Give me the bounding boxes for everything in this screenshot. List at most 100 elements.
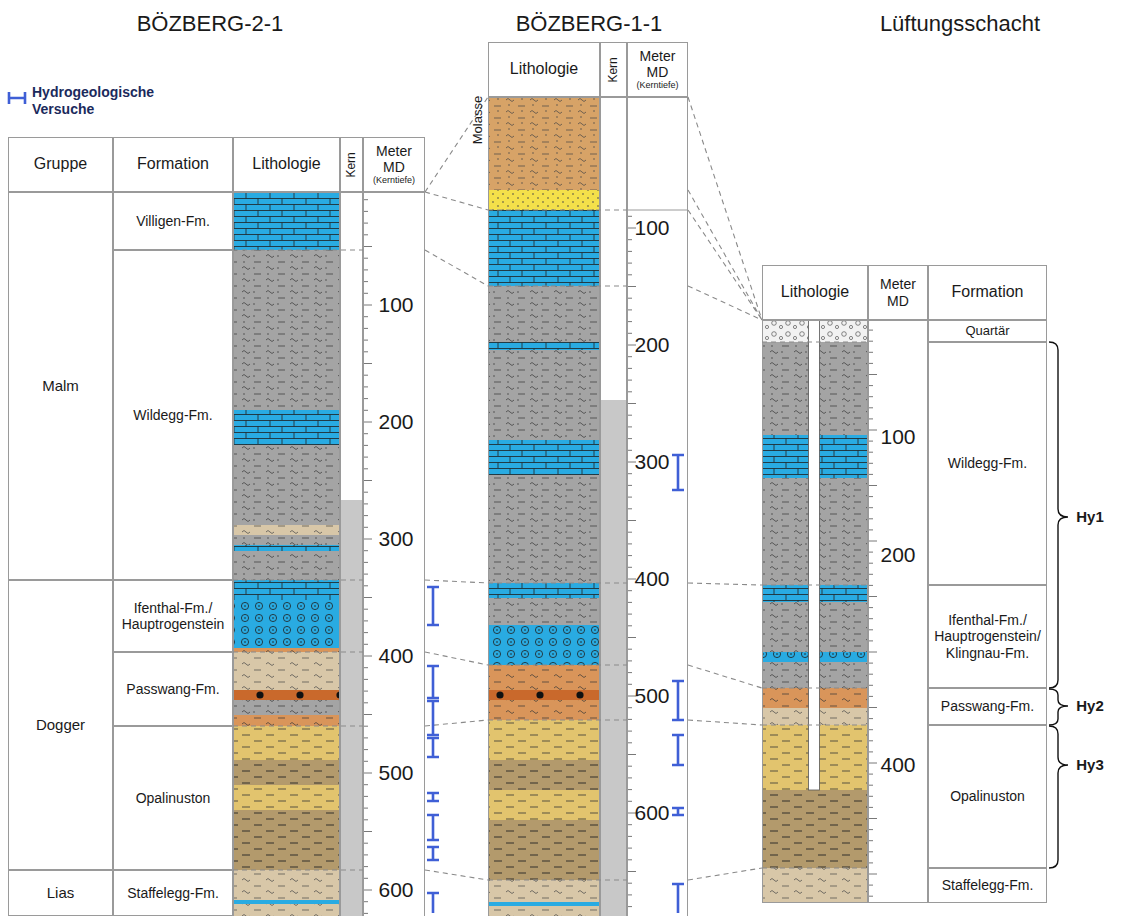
column-title: BÖZBERG-1-1 (516, 12, 663, 36)
depth-tick (869, 629, 873, 630)
depth-tick (628, 859, 632, 860)
cell-text: Wildegg-Fm. (948, 455, 1027, 471)
depth-tick (869, 529, 873, 530)
depth-tick (869, 885, 873, 886)
depth-tick (869, 574, 873, 575)
depth-tick (364, 398, 368, 399)
depth-tick (869, 363, 873, 364)
depth-tick (364, 702, 368, 703)
depth-tick (869, 418, 873, 419)
depth-tick (364, 901, 368, 902)
depth-tick (364, 293, 368, 294)
depth-tick (628, 543, 632, 544)
depth-tick (364, 761, 368, 762)
depth-tick (364, 843, 368, 844)
depth-tick (869, 374, 877, 375)
depth-tick (364, 819, 368, 820)
depth-tick (628, 274, 632, 275)
formation-cell: Dogger (8, 580, 113, 870)
depth-tick (628, 216, 632, 217)
depth-tick (628, 403, 636, 404)
depth-tick (628, 438, 632, 439)
depth-tick (628, 473, 632, 474)
depth-number: 600 (378, 878, 413, 901)
depth-tick (364, 457, 368, 458)
depth-tick (364, 503, 368, 504)
cell-text: Villigen-Fm. (136, 213, 210, 229)
depth-tick (628, 836, 632, 837)
depth-tick (628, 497, 632, 498)
header-cell: Kern (600, 42, 627, 97)
cell-text: Meter MD (371, 143, 417, 175)
depth-tick (869, 496, 873, 497)
depth-tick (628, 614, 632, 615)
depth-tick (869, 330, 873, 331)
formation-cell: Villigen-Fm. (113, 192, 233, 250)
correlation-lines (233, 97, 868, 880)
cell-text: Meter MD (635, 48, 681, 80)
cell-text: Kern (345, 152, 359, 177)
depth-tick (628, 906, 632, 907)
depth-tick (628, 485, 632, 486)
depth-tick (628, 555, 632, 556)
depth-tick (628, 415, 632, 416)
depth-tick (364, 913, 368, 914)
unit-label: Hy3 (1076, 757, 1104, 774)
cell-text: Ifenthal-Fm./ Hauptrogenstein (116, 600, 230, 632)
depth-tick (869, 518, 873, 519)
lithology-left (233, 192, 425, 916)
depth-tick (364, 878, 368, 879)
cell-text: Passwang-Fm. (126, 681, 219, 697)
depth-tick (628, 719, 632, 720)
depth-tick (869, 596, 877, 597)
depth-number: 600 (634, 801, 669, 824)
depth-tick (364, 714, 372, 715)
depth-tick (364, 410, 368, 411)
cell-text: Dogger (36, 716, 85, 733)
depth-tick (364, 656, 372, 657)
formation-cell: Wildegg-Fm. (928, 342, 1047, 585)
formation-cell: Opalinuston (928, 725, 1047, 868)
depth-tick (628, 450, 632, 451)
depth-tick (869, 474, 873, 475)
depth-tick (628, 883, 632, 884)
depth-tick (628, 777, 632, 778)
depth-tick (628, 532, 632, 533)
depth-tick (869, 485, 877, 486)
depth-tick (869, 740, 873, 741)
depth-tick (869, 840, 873, 841)
depth-number: 400 (634, 567, 669, 590)
cell-text: Lias (47, 884, 75, 901)
depth-tick (869, 463, 873, 464)
formation-cell: Quartär (928, 320, 1047, 342)
formation-cell: Staffelegg-Fm. (928, 868, 1047, 903)
depth-tick (364, 831, 372, 832)
cell-text: Meter MD (875, 276, 921, 308)
depth-tick (869, 874, 877, 875)
depth-tick (628, 590, 632, 591)
depth-number: 200 (880, 543, 915, 566)
depth-tick (869, 751, 873, 752)
depth-tick (869, 718, 873, 719)
depth-tick (869, 774, 873, 775)
depth-tick (628, 637, 636, 638)
depth-number: 200 (634, 333, 669, 356)
depth-tick (364, 351, 368, 352)
depth-tick (364, 574, 368, 575)
depth-tick (869, 385, 873, 386)
cell-text: Lithologie (252, 155, 321, 173)
header-cell: Meter MD(Kerntiefe) (363, 137, 425, 192)
depth-tick (364, 749, 368, 750)
depth-tick (364, 620, 368, 621)
depth-tick (628, 508, 632, 509)
header-cell: Meter MD (868, 265, 928, 320)
depth-tick (364, 890, 372, 891)
depth-tick (628, 754, 636, 755)
depth-tick (364, 375, 368, 376)
depth-tick (869, 862, 873, 863)
unit-label: Hy1 (1076, 509, 1104, 526)
depth-tick (869, 685, 873, 686)
depth-tick (364, 328, 368, 329)
depth-tick (364, 433, 368, 434)
depth-tick (628, 298, 632, 299)
